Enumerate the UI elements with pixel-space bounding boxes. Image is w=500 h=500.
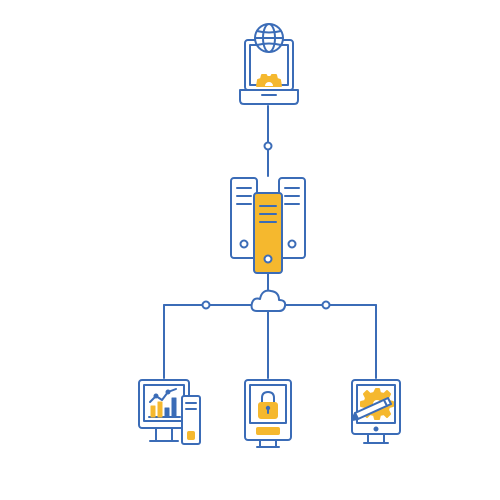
padlock-icon — [258, 391, 278, 419]
server-racks-icon — [230, 177, 306, 274]
gear-icon — [256, 74, 282, 87]
server-rack-center — [253, 192, 283, 274]
connector-laptop-to-server — [263, 105, 273, 177]
monitor-padlock-icon — [244, 379, 292, 448]
globe-icon — [254, 23, 284, 53]
connector-horizontal-bus — [163, 300, 377, 310]
desktop-chart-tower-icon — [138, 379, 201, 445]
bar-chart-icon — [148, 388, 181, 418]
cloud-icon — [250, 289, 287, 312]
monitor-gear-pencil-icon — [351, 379, 401, 444]
pencil-icon — [351, 397, 392, 421]
laptop-globe-gear-icon — [239, 23, 299, 105]
pc-tower-icon — [181, 395, 201, 445]
